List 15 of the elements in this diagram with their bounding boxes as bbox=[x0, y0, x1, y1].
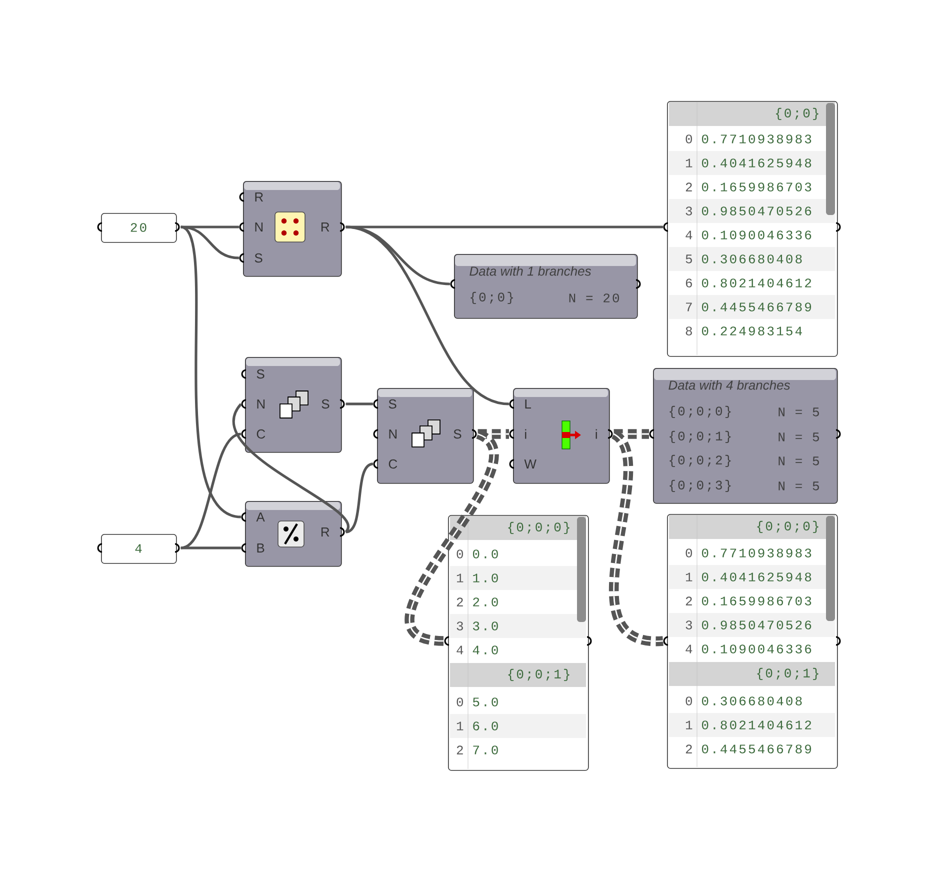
wire bbox=[180, 226, 242, 518]
wire bbox=[180, 226, 240, 260]
wire bbox=[346, 226, 510, 406]
wire bbox=[345, 462, 374, 534]
wire bbox=[346, 402, 373, 406]
number-slider: 20 bbox=[97, 212, 180, 243]
wire bbox=[180, 546, 241, 550]
wire bbox=[180, 432, 242, 550]
wire bbox=[614, 429, 649, 439]
wire bbox=[609, 430, 664, 646]
wire bbox=[478, 429, 509, 439]
wire bbox=[346, 226, 450, 286]
wire bbox=[180, 226, 239, 228]
number-slider: 4 bbox=[97, 534, 180, 564]
wire bbox=[346, 226, 663, 228]
